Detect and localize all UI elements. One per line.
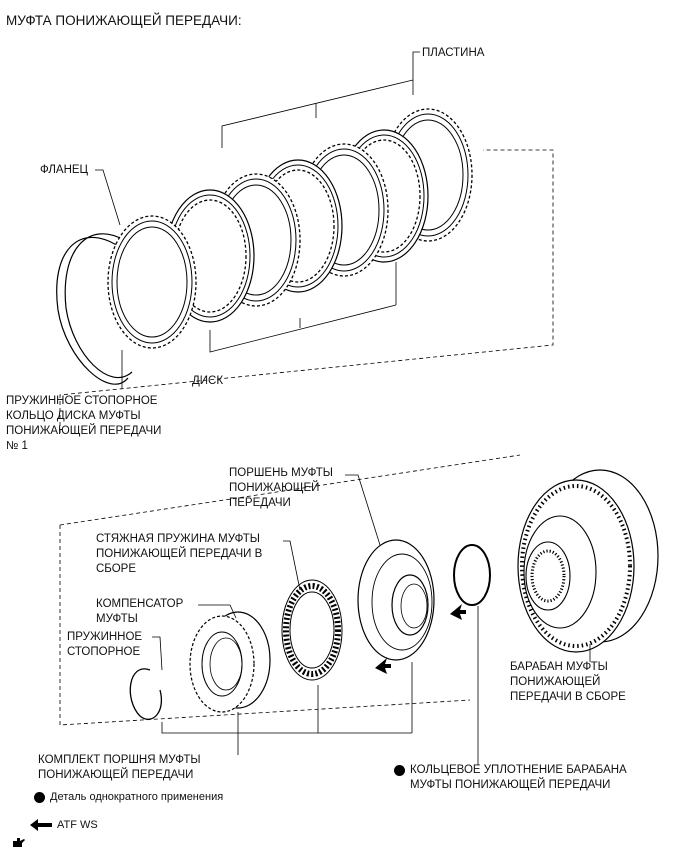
label-flange: ФЛАНЕЦ: [40, 164, 89, 176]
drum-o-ring: [453, 544, 491, 606]
assembly-outline-lower: [59, 525, 471, 726]
page-title: МУФТА ПОНИЖАЮЩЕЙ ПЕРЕДАЧИ:: [6, 13, 242, 28]
label-o-ring-row: КОЛЬЦЕВОЕ УПЛОТНЕНИЕ БАРАБАНА МУФТЫ ПОНИ…: [394, 763, 627, 793]
return-spring-assy: [281, 579, 343, 681]
legend-non-reusable-text: Деталь однократного применения: [50, 791, 224, 803]
non-reusable-dot-icon: [394, 765, 405, 776]
snap-ring-disc: [56, 233, 133, 385]
atf-arrow-icon: [30, 819, 52, 831]
label-piston-kit: КОМПЛЕКТ ПОРШНЯ МУФТЫ ПОНИЖАЮЩЕЙ ПЕРЕДАЧ…: [38, 754, 201, 781]
snap-ring-small: [129, 668, 163, 720]
clutch-piston: [357, 539, 435, 661]
clutch-drum: [517, 469, 659, 653]
label-plate: ПЛАСТИНА: [422, 47, 485, 59]
legend-atf-text: ATF WS: [57, 819, 98, 831]
apply-atf-arrow: [375, 658, 391, 674]
legend-atf: ATF WS: [30, 819, 98, 831]
label-drum: БАРАБАН МУФТЫ ПОНИЖАЮЩЕЙ ПЕРЕДАЧИ В СБОР…: [510, 661, 626, 703]
label-o-ring: КОЛЬЦЕВОЕ УПЛОТНЕНИЕ БАРАБАНА МУФТЫ ПОНИ…: [410, 764, 627, 791]
oil-can-icon: [13, 838, 25, 847]
label-piston: ПОРШЕНЬ МУФТЫ ПОНИЖАЮЩЕЙ ПЕРЕДАЧИ: [229, 467, 333, 509]
legend-non-reusable: Деталь однократного применения: [34, 791, 223, 803]
label-snap-ring-disc: ПРУЖИННОЕ СТОПОРНОЕ КОЛЬЦО ДИСКА МУФТЫ П…: [6, 395, 162, 452]
label-disc: ДИСК: [192, 375, 224, 387]
flange-ring: [107, 215, 197, 349]
clutch-compensator: [189, 611, 271, 713]
non-reusable-dot-icon: [34, 791, 45, 803]
label-snap-ring: ПРУЖИННОЕ СТОПОРНОЕ: [67, 631, 143, 658]
label-return-spring: СТЯЖНАЯ ПРУЖИНА МУФТЫ ПОНИЖАЮЩЕЙ ПЕРЕДАЧ…: [96, 533, 263, 575]
label-compensator: КОМПЕНСАТОР МУФТЫ: [96, 598, 184, 625]
assembly-outline-upper: [59, 149, 554, 433]
